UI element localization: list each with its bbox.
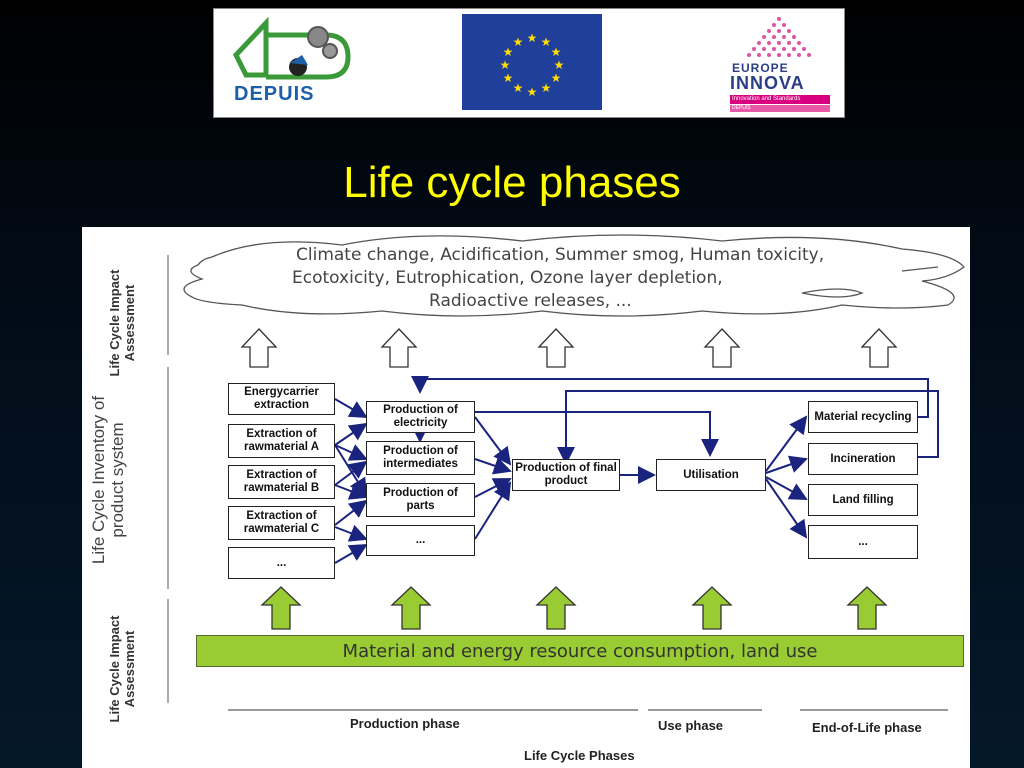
innova-dots-icon (747, 17, 811, 57)
up-arrow-icon (691, 586, 733, 630)
up-arrow-icon (537, 328, 575, 368)
phases-caption: Life Cycle Phases (524, 748, 635, 763)
box-raw-more: ... (228, 547, 335, 579)
cloud-line-2: Ecotoxicity, Eutrophication, Ozone layer… (292, 268, 723, 288)
eu-flag: ★ ★ ★ ★ ★ ★ ★ ★ ★ ★ ★ ★ (462, 14, 602, 110)
innova-line2: INNOVA (730, 73, 805, 93)
box-production-electricity: Production of electricity (366, 401, 475, 433)
innova-line1: EUROPE (732, 61, 789, 75)
svg-text:★: ★ (503, 45, 514, 59)
box-final-product: Production of final product (512, 459, 620, 491)
resource-consumption-bar: Material and energy resource consumption… (196, 635, 964, 667)
svg-text:★: ★ (513, 35, 524, 49)
slide-title: Life cycle phases (343, 158, 681, 207)
label-impact-assessment-top: Life Cycle Impact Assessment (107, 269, 137, 377)
box-material-recycling: Material recycling (808, 401, 918, 433)
svg-text:★: ★ (541, 81, 552, 95)
diagram-graphics (167, 234, 965, 711)
svg-text:★: ★ (527, 85, 538, 99)
box-raw-material-b: Extraction of rawmaterial B (228, 465, 335, 499)
up-arrow-icon (703, 328, 741, 368)
svg-text:★: ★ (503, 71, 514, 85)
phase-production: Production phase (350, 716, 460, 731)
depuis-logo-text: DEPUIS (234, 83, 315, 105)
up-arrow-icon (260, 586, 302, 630)
box-production-intermediates: Production of intermediates (366, 441, 475, 475)
life-cycle-diagram: Life Cycle Impact Assessment Life Cycle … (82, 227, 970, 768)
up-arrow-icon (240, 328, 278, 368)
up-arrow-icon (390, 586, 432, 630)
svg-text:★: ★ (554, 58, 565, 72)
up-arrow-icon (380, 328, 418, 368)
flow-arrows (334, 398, 808, 564)
box-energy-carrier: Energycarrier extraction (228, 383, 335, 415)
label-inventory: Life Cycle Inventory of product system (89, 395, 127, 565)
logo-strip: DEPUIS ★ ★ ★ ★ ★ ★ ★ ★ ★ ★ ★ ★ (213, 8, 845, 118)
svg-text:★: ★ (551, 71, 562, 85)
box-land-filling: Land filling (808, 484, 918, 516)
box-raw-material-a: Extraction of rawmaterial A (228, 424, 335, 458)
svg-text:★: ★ (513, 81, 524, 95)
cloud-line-1: Climate change, Acidification, Summer sm… (296, 245, 825, 265)
phase-use: Use phase (658, 718, 724, 733)
box-production-more: ... (366, 525, 475, 556)
label-impact-assessment-bottom: Life Cycle Impact Assessment (107, 615, 137, 723)
depuis-logo: DEPUIS (226, 15, 366, 111)
up-arrow-icon (846, 586, 888, 630)
feedback-loops (411, 376, 939, 465)
up-arrow-icon (535, 586, 577, 630)
box-raw-material-c: Extraction of rawmaterial C (228, 506, 335, 540)
box-production-parts: Production of parts (366, 483, 475, 517)
box-eol-more: ... (808, 525, 918, 559)
svg-text:★: ★ (541, 35, 552, 49)
svg-text:★: ★ (500, 58, 511, 72)
innova-bar1: Innovation and Standards (730, 95, 830, 104)
europe-innova-logo: EUROPE INNOVA Innovation and Standards D… (724, 13, 836, 113)
box-incineration: Incineration (808, 443, 918, 475)
phase-end-of-life: End-of-Life phase (812, 720, 922, 735)
cloud-line-3: Radioactive releases, ... (429, 291, 632, 311)
box-utilisation: Utilisation (656, 459, 766, 491)
eu-stars-icon: ★ ★ ★ ★ ★ ★ ★ ★ ★ ★ ★ ★ (500, 31, 565, 99)
resource-arrows (260, 586, 888, 630)
innova-bar2: DEPUIS (730, 105, 830, 112)
impact-arrows (240, 328, 898, 368)
impact-cloud (183, 234, 965, 317)
svg-text:★: ★ (527, 31, 538, 45)
depuis-emblem-icon (232, 16, 351, 80)
svg-text:★: ★ (551, 45, 562, 59)
up-arrow-icon (860, 328, 898, 368)
